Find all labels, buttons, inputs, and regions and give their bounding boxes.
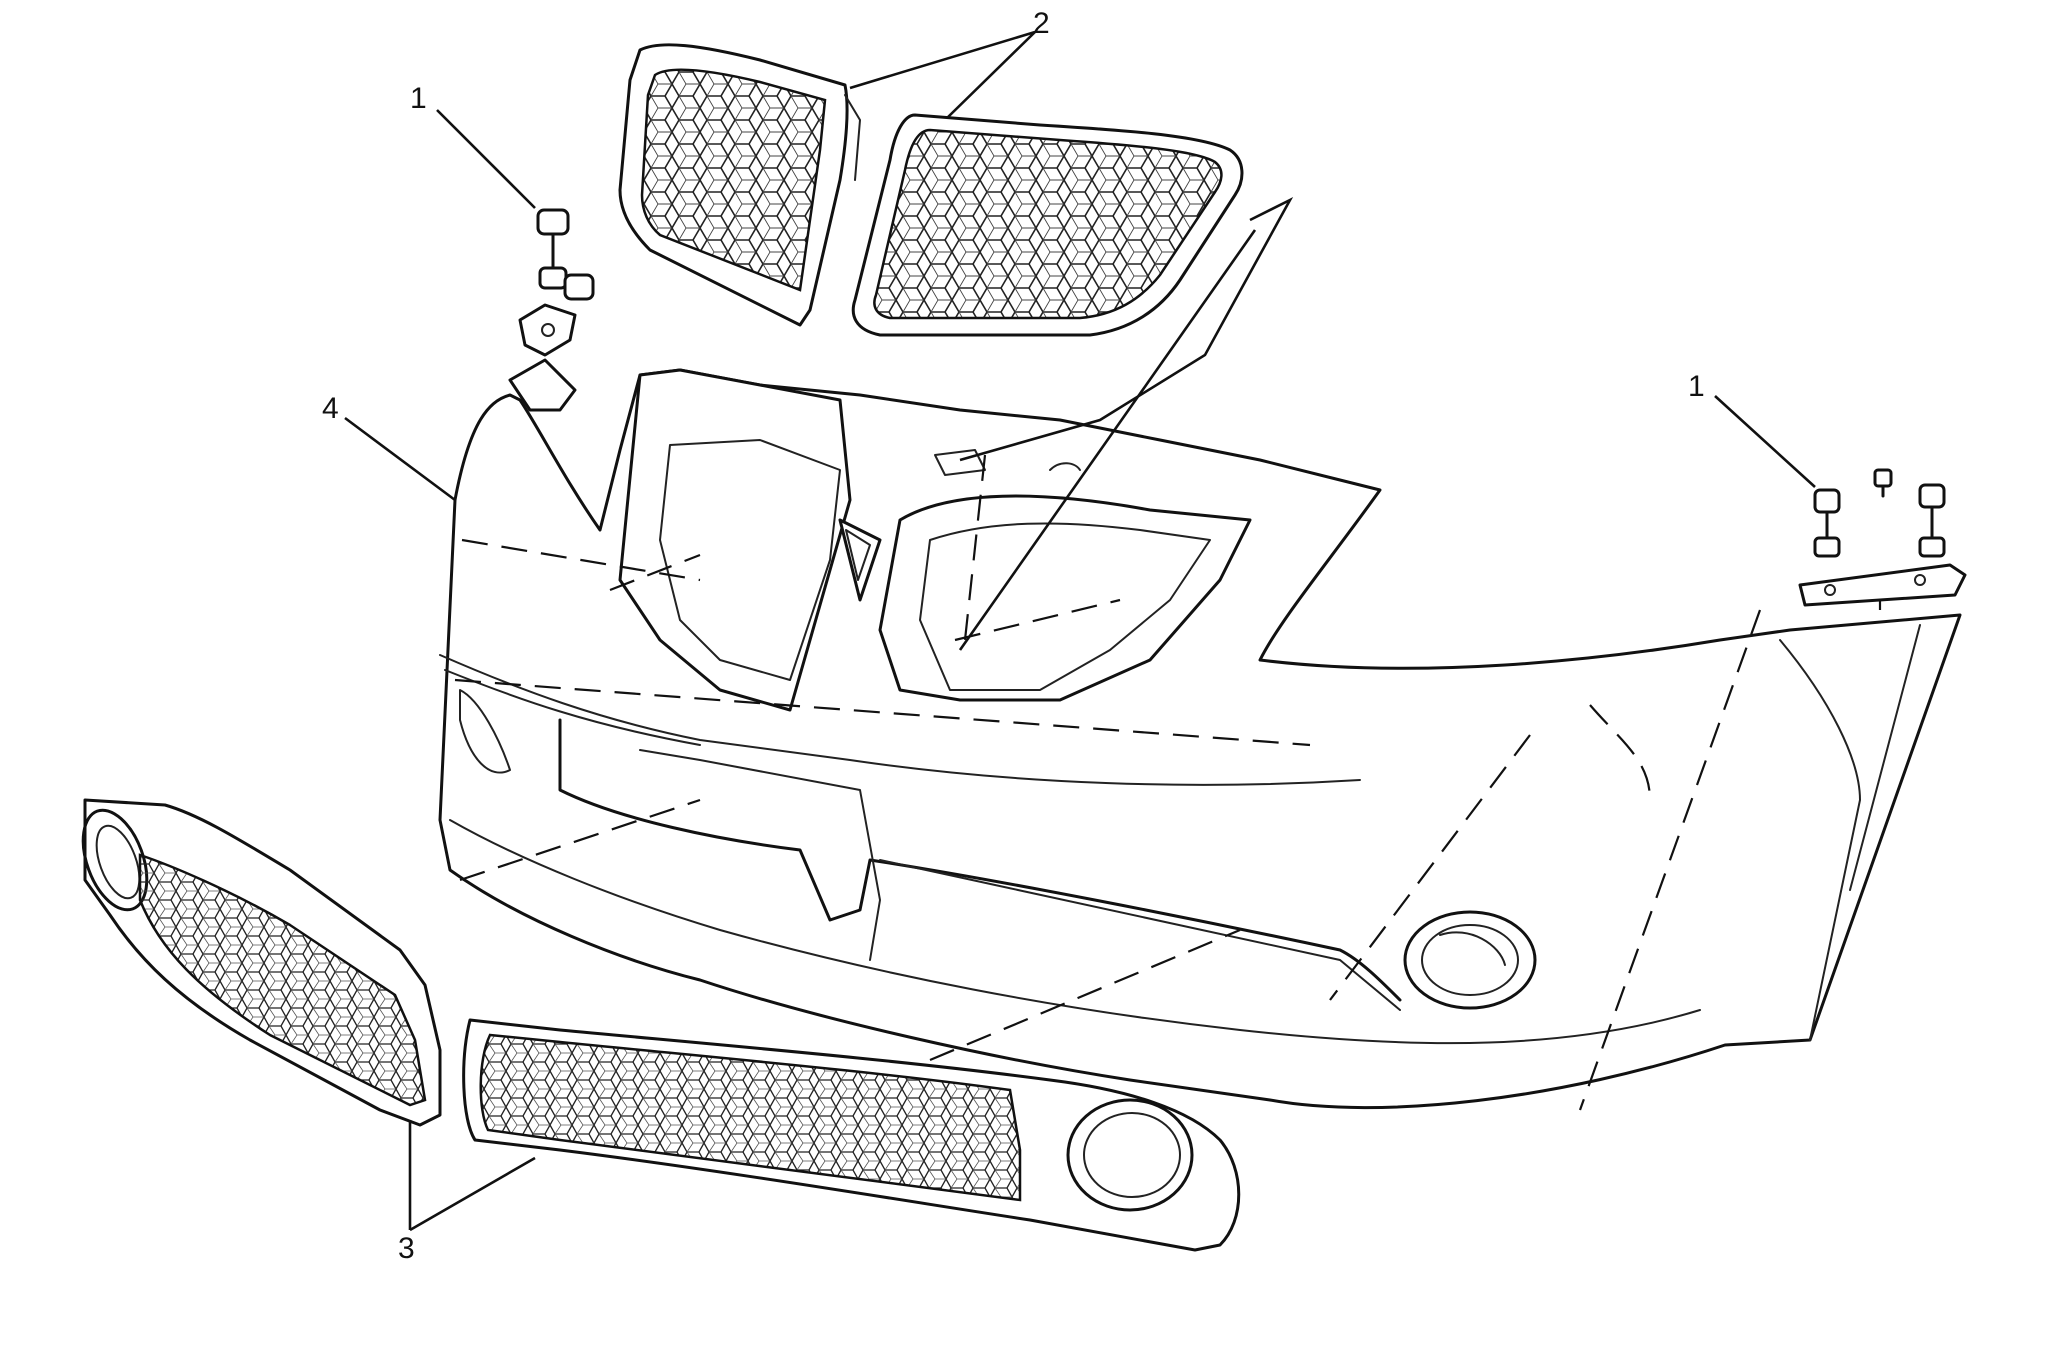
alignment-lines bbox=[454, 454, 1882, 1111]
bumper-fascia bbox=[438, 368, 1962, 1110]
callout-1-right-label: 1 bbox=[1688, 370, 1705, 403]
callout-2-label: 2 bbox=[1033, 7, 1050, 40]
callout-4: 4 bbox=[322, 392, 456, 502]
upper-grille-left bbox=[618, 43, 861, 327]
fasteners-right bbox=[1798, 468, 1967, 607]
upper-grille-right bbox=[851, 113, 1244, 337]
callout-1-left: 1 bbox=[410, 82, 536, 209]
callout-2: 2 bbox=[849, 7, 1050, 119]
callout-1-right: 1 bbox=[1688, 370, 1816, 488]
lower-grille-left bbox=[81, 798, 442, 1127]
guide-lines bbox=[958, 196, 1294, 651]
lower-grille-right bbox=[462, 1018, 1241, 1252]
callout-4-label: 4 bbox=[322, 392, 339, 425]
callout-1-left-label: 1 bbox=[410, 82, 427, 115]
callout-3-label: 3 bbox=[398, 1232, 415, 1265]
fasteners-left bbox=[508, 208, 595, 412]
callout-3: 3 bbox=[398, 1120, 536, 1265]
